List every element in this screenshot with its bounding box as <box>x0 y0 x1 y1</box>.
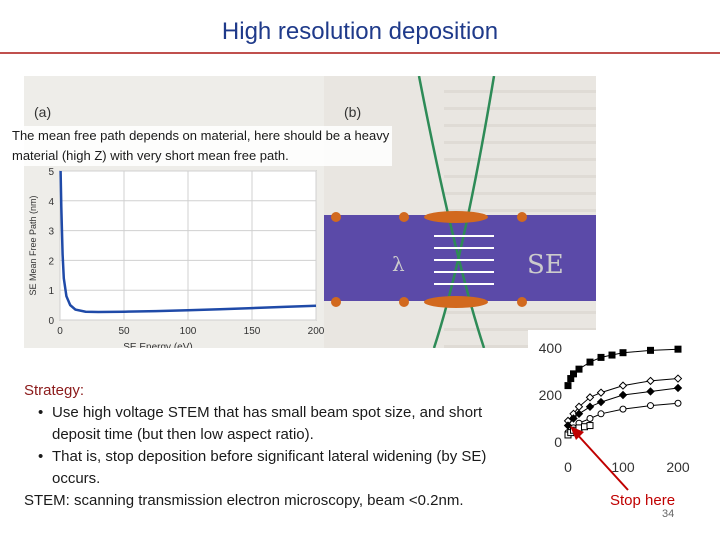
se-arrows <box>434 235 494 285</box>
beam-line-left <box>417 76 486 348</box>
inset-marker <box>597 353 605 361</box>
figure-caption-overlay: The mean free path depends on material, … <box>12 126 392 166</box>
strategy-bullet-text: That is, stop deposition before signific… <box>52 448 487 487</box>
inset-marker <box>596 388 606 397</box>
inset-marker <box>674 399 682 407</box>
inset-marker <box>647 346 654 354</box>
inset-marker <box>574 409 584 419</box>
inset-x-tick-label: 200 <box>666 459 690 475</box>
x-tick-label: 100 <box>180 326 197 337</box>
x-tick-label: 150 <box>244 326 261 337</box>
inset-marker <box>564 382 572 390</box>
deposition-schematic: λ SE <box>324 76 596 348</box>
inset-marker <box>646 376 655 386</box>
inset-x-tick-label: 0 <box>564 459 572 475</box>
stop-here-label: Stop here <box>610 492 676 509</box>
inset-marker <box>618 390 628 400</box>
inset-marker <box>585 402 595 411</box>
deposition-growth-chart: 0 200 400 0 100 200 <box>528 330 698 480</box>
slide-title: High resolution deposition <box>221 18 499 45</box>
y-tick-label: 1 <box>48 286 54 297</box>
particle-dot <box>517 212 527 222</box>
inset-marker <box>618 381 628 390</box>
inset-marker <box>586 422 594 430</box>
inset-marker <box>674 345 682 353</box>
particle-dot <box>331 297 341 307</box>
particle-dot <box>517 297 527 307</box>
lambda-label: λ <box>392 252 405 276</box>
beam-line-right <box>432 76 496 348</box>
strategy-bullet: • That is, stop deposition before signifi… <box>38 446 514 490</box>
inset-marker <box>646 387 655 396</box>
inset-x-tick-label: 100 <box>611 459 635 475</box>
strategy-bullet: • Use high voltage STEM that has small be… <box>38 402 514 446</box>
inset-marker <box>647 402 654 410</box>
y-tick-label: 5 <box>48 167 54 178</box>
title-divider <box>0 52 720 54</box>
strategy-block: Strategy: • Use high voltage STEM that ha… <box>24 380 514 512</box>
inset-marker <box>586 358 594 366</box>
top-ellipse <box>424 211 488 223</box>
strategy-bullet-text: Use high voltage STEM that has small bea… <box>52 404 483 443</box>
strategy-footer: STEM: scanning transmission electron mic… <box>24 492 464 509</box>
x-tick-label: 200 <box>308 326 325 337</box>
inset-marker <box>673 374 683 383</box>
inset-marker <box>570 370 577 378</box>
x-tick-label: 0 <box>57 326 63 337</box>
inset-y-tick-label: 200 <box>539 387 563 403</box>
inset-y-tick-label: 0 <box>554 434 562 450</box>
inset-marker <box>563 421 573 430</box>
inset-marker <box>619 405 627 413</box>
inset-marker <box>673 383 683 393</box>
page-number: 34 <box>662 508 675 520</box>
particle-dot <box>331 212 341 222</box>
inset-marker <box>619 349 627 357</box>
y-tick-label: 2 <box>48 256 54 267</box>
y-tick-label: 3 <box>48 227 54 238</box>
figure-label-a: (a) <box>34 104 52 120</box>
y-tick-label: 0 <box>48 316 54 327</box>
bullet-icon: • <box>38 404 44 421</box>
figure-label-b: (b) <box>344 104 362 120</box>
inset-marker <box>586 415 594 422</box>
particle-dot <box>399 297 409 307</box>
inset-marker <box>575 365 583 373</box>
inset-marker <box>585 393 595 402</box>
bottom-ellipse <box>424 296 488 308</box>
y-tick-label: 4 <box>48 197 54 208</box>
inset-marker <box>608 351 616 359</box>
x-axis-label: SE Energy (eV) <box>123 342 192 348</box>
series-line <box>59 170 317 314</box>
strategy-heading: Strategy: <box>24 382 85 399</box>
deposit-film <box>324 215 596 301</box>
inset-marker <box>569 414 578 423</box>
x-tick-label: 50 <box>118 326 130 337</box>
bullet-icon: • <box>38 448 44 465</box>
se-label: SE <box>527 250 564 280</box>
strategy-list: • Use high voltage STEM that has small be… <box>24 402 514 490</box>
inset-marker <box>596 397 606 407</box>
inset-y-tick-label: 400 <box>539 340 563 356</box>
y-axis-label: SE Mean Free Path (nm) <box>28 195 38 295</box>
inset-marker <box>597 410 605 418</box>
particle-dot <box>399 212 409 222</box>
